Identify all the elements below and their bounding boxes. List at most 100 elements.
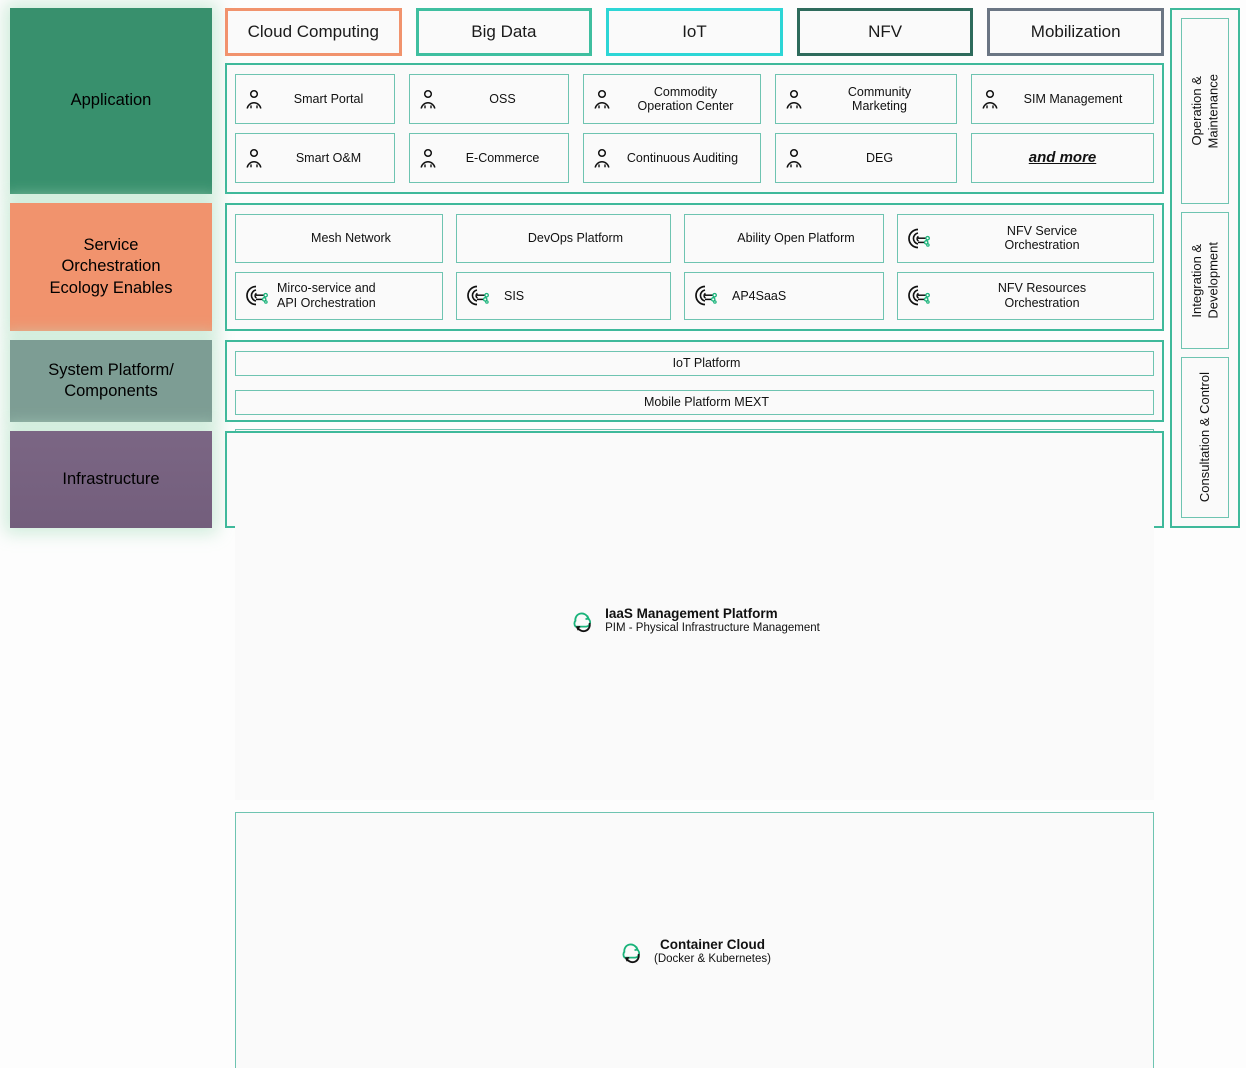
domain-tab-big-data[interactable]: Big Data <box>415 8 593 56</box>
app-item-label: DEG <box>865 150 894 165</box>
tier-label-infrastructure: Infrastructure <box>10 431 212 528</box>
app-item-commodity-operation-center[interactable]: Commodity Operation Center <box>583 74 761 124</box>
architecture-diagram: Application Cloud Computing Big Data IoT <box>10 8 1240 1068</box>
grid-dots-icon <box>620 394 637 411</box>
side-item-operation-maintenance[interactable]: Operation & Maintenance <box>1181 18 1229 204</box>
app-item-label: SIM Management <box>1023 91 1123 106</box>
orchestration-icon <box>906 227 932 250</box>
person-icon <box>784 148 804 169</box>
service-item-nfv-resources-orchestration[interactable]: NFV Resources Orchestration <box>897 271 1154 320</box>
person-icon <box>592 89 612 110</box>
app-item-continuous-auditing[interactable]: Continuous Auditing <box>583 133 761 183</box>
service-item-sis[interactable]: SIS <box>456 271 671 320</box>
application-panel: Smart Portal OSS <box>225 63 1164 194</box>
infra-item-subtitle: PIM - Physical Infrastructure Management <box>605 622 820 635</box>
cloud-refresh-icon <box>569 609 596 633</box>
side-item-label: Consultation & Control <box>1196 372 1212 503</box>
domain-tab-label: Big Data <box>471 22 537 41</box>
grid-dots-icon <box>649 355 666 372</box>
domain-tab-label: IoT <box>682 22 707 41</box>
domain-tab-mobilization[interactable]: Mobilization <box>987 8 1164 56</box>
application-row-2: Smart O&M E-Commerce <box>235 133 1154 183</box>
tier-application: Application Cloud Computing Big Data IoT <box>10 8 1164 194</box>
service-item-label: NFV Service Orchestration <box>1004 223 1080 253</box>
app-item-label: Smart Portal <box>293 91 364 106</box>
service-item-label: AP4SaaS <box>732 288 787 303</box>
tier-stack: Application Cloud Computing Big Data IoT <box>10 8 1164 1068</box>
infra-item-title: Container Cloud <box>660 937 765 952</box>
app-item-e-commerce[interactable]: E-Commerce <box>409 133 569 183</box>
app-item-community-marketing[interactable]: Community Marketing <box>775 74 957 124</box>
infra-item-iaas-management-platform[interactable]: IaaS Management Platform PIM - Physical … <box>235 442 1154 800</box>
infra-item-title: IaaS Management Platform <box>605 606 778 621</box>
domain-tab-label: NFV <box>868 22 903 41</box>
service-item-micro-service-api-orchestration[interactable]: Mirco-service and API Orchestration <box>235 271 443 320</box>
domain-tab-nfv[interactable]: NFV <box>796 8 974 56</box>
orchestration-icon <box>693 284 719 307</box>
service-item-label: Mirco-service and API Orchestration <box>277 281 376 310</box>
domain-tabs: Cloud Computing Big Data IoT NFV Mobiliz <box>225 8 1164 56</box>
grid-dots-icon <box>693 230 710 247</box>
service-item-nfv-service-orchestration[interactable]: NFV Service Orchestration <box>897 214 1154 263</box>
side-item-integration-development[interactable]: Integration & Development <box>1181 212 1229 349</box>
service-item-ability-open-platform[interactable]: Ability Open Platform <box>684 214 884 263</box>
person-icon <box>418 89 438 110</box>
side-item-consultation-control[interactable]: Consultation & Control <box>1181 357 1229 518</box>
service-panel: Mesh Network DevOps Platform Ability Ope… <box>225 203 1164 331</box>
service-item-ap4saas[interactable]: AP4SaaS <box>684 271 884 320</box>
orchestration-icon <box>244 284 270 307</box>
person-icon <box>592 148 612 169</box>
tier-label-system-platform-text: System Platform/ Components <box>48 360 174 400</box>
service-item-label: Ability Open Platform <box>737 231 855 246</box>
person-icon <box>244 148 264 169</box>
sysplat-item-iot-platform[interactable]: IoT Platform <box>235 351 1154 376</box>
app-item-label: Community Marketing <box>847 84 912 113</box>
tier-label-service-text: Service Orchestration Ecology Enables <box>49 235 173 297</box>
system-platform-panel: IoT Platform Mobile Platform MEXT uCloud… <box>225 340 1164 454</box>
app-item-label: Continuous Auditing <box>626 150 739 165</box>
application-content: Cloud Computing Big Data IoT NFV Mobiliz <box>225 8 1164 194</box>
domain-tab-label: Cloud Computing <box>247 22 379 41</box>
app-item-smart-om[interactable]: Smart O&M <box>235 133 395 183</box>
person-icon <box>784 89 804 110</box>
orchestration-icon <box>906 284 932 307</box>
grid-dots-icon <box>465 230 482 247</box>
tier-label-application: Application <box>10 8 212 194</box>
app-item-sim-management[interactable]: SIM Management <box>971 74 1154 124</box>
person-icon <box>980 89 1000 110</box>
service-item-devops-platform[interactable]: DevOps Platform <box>456 214 671 263</box>
service-item-mesh-network[interactable]: Mesh Network <box>235 214 443 263</box>
grid-dots-icon <box>244 230 261 247</box>
person-icon <box>418 148 438 169</box>
sysplat-item-mobile-platform-mext[interactable]: Mobile Platform MEXT <box>235 390 1154 415</box>
sysplat-item-label: IoT Platform <box>672 356 741 371</box>
cross-cutting-column: Operation & Maintenance Integration & De… <box>1170 8 1240 528</box>
tier-label-infrastructure-text: Infrastructure <box>62 469 160 488</box>
tier-label-service-orchestration: Service Orchestration Ecology Enables <box>10 203 212 331</box>
app-item-deg[interactable]: DEG <box>775 133 957 183</box>
app-item-and-more[interactable]: and more <box>971 133 1154 183</box>
app-item-label: Commodity Operation Center <box>637 84 734 113</box>
side-item-label: Operation & Maintenance <box>1188 73 1220 149</box>
application-row-1: Smart Portal OSS <box>235 74 1154 124</box>
tier-label-application-text: Application <box>70 91 152 110</box>
app-item-smart-portal[interactable]: Smart Portal <box>235 74 395 124</box>
tier-system-platform: System Platform/ Components IoT Platform… <box>10 340 1164 454</box>
service-item-label: Mesh Network <box>311 231 391 246</box>
infra-item-text: Container Cloud (Docker & Kubernetes) <box>654 937 771 967</box>
app-item-label: and more <box>1028 149 1097 167</box>
service-row-1: Mesh Network DevOps Platform Ability Ope… <box>235 214 1154 263</box>
person-icon <box>244 89 264 110</box>
app-item-oss[interactable]: OSS <box>409 74 569 124</box>
tier-infrastructure: Infrastructure IaaS Management Platform … <box>10 431 1164 1068</box>
service-item-label: DevOps Platform <box>527 231 624 246</box>
infra-item-text: IaaS Management Platform PIM - Physical … <box>605 606 820 636</box>
domain-tab-iot[interactable]: IoT <box>606 8 783 56</box>
cloud-refresh-icon <box>618 940 645 964</box>
domain-tab-cloud-computing[interactable]: Cloud Computing <box>225 8 402 56</box>
infrastructure-panel: IaaS Management Platform PIM - Physical … <box>225 431 1164 1068</box>
infra-item-container-cloud[interactable]: Container Cloud (Docker & Kubernetes) <box>235 812 1154 1068</box>
tier-service-orchestration: Service Orchestration Ecology Enables Me… <box>10 203 1164 331</box>
orchestration-icon <box>465 284 491 307</box>
app-item-label: OSS <box>489 91 516 106</box>
